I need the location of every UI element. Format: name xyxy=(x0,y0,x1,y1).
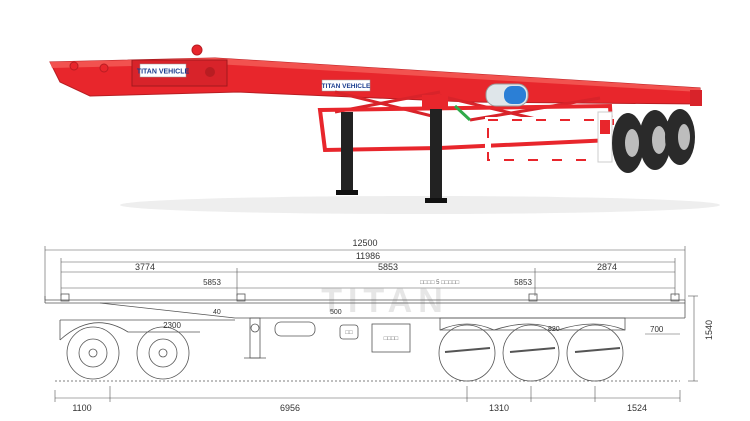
dim-seg-left: 3774 xyxy=(135,262,155,272)
tag-small-box: □□ xyxy=(345,330,353,336)
dim-seg-right: 2874 xyxy=(597,262,617,272)
front-twistlock xyxy=(191,44,203,56)
rear-wheels xyxy=(612,109,695,173)
dim-820: 820 xyxy=(548,326,560,333)
tag-tool-box: □□□□ xyxy=(384,336,399,342)
tool-box xyxy=(371,323,411,353)
trailer-photo: TITAN VEHICLE TITAN VEHICLE xyxy=(49,44,720,214)
brand-plate-middle: TITAN VEHICLE xyxy=(322,79,371,92)
tool-box-small xyxy=(339,324,359,340)
dim-lock-right: 5853 xyxy=(514,278,532,287)
rear-bumper xyxy=(690,90,702,106)
ground-shadow xyxy=(120,196,720,214)
dim-500: 500 xyxy=(330,309,342,316)
side-drawing: TITAN xyxy=(44,282,686,382)
dimension-lines xyxy=(44,246,698,402)
lower-frame xyxy=(317,103,615,153)
dim-2300: 2300 xyxy=(163,321,181,330)
dim-height-1540: 1540 xyxy=(704,320,714,340)
dim-seg-mid: 5853 xyxy=(378,262,398,272)
gooseneck-lower xyxy=(99,302,236,319)
dim-700: 700 xyxy=(650,325,664,334)
dim-40: 40 xyxy=(213,309,221,316)
kingpin-plate xyxy=(205,67,215,77)
dimension-labels: 12500 11986 3774 5853 2874 5853 5853 230… xyxy=(72,238,714,413)
side-guard xyxy=(485,111,616,163)
brand-label-front: TITAN VEHICLE xyxy=(137,69,190,76)
brand-label-middle: TITAN VEHICLE xyxy=(322,83,371,90)
dim-inner-length: 11986 xyxy=(356,251,380,261)
landing-legs xyxy=(336,95,448,203)
brand-plate-front: TITAN VEHICLE xyxy=(137,63,190,78)
rear-axle-group xyxy=(438,317,626,382)
dim-axle-spacing: 1310 xyxy=(489,403,509,413)
drawing-note: □□□□ 5 □□□□□ xyxy=(420,280,460,286)
air-tank-drawing xyxy=(274,321,316,337)
watermark: TITAN xyxy=(321,282,449,320)
beam-top-rail xyxy=(50,58,700,92)
dim-kingpin-axle: 6956 xyxy=(280,403,300,413)
right-front-lock xyxy=(99,63,109,73)
dim-front-overhang: 1100 xyxy=(72,403,91,413)
dim-rear-overhang: 1524 xyxy=(627,403,647,413)
tractor-wheels xyxy=(59,319,235,380)
landing-leg-drawing xyxy=(244,317,266,359)
dim-lock-left: 5853 xyxy=(203,278,221,287)
left-front-lock xyxy=(69,61,79,71)
dim-overall-length: 12500 xyxy=(352,238,377,248)
air-tank xyxy=(453,83,529,122)
